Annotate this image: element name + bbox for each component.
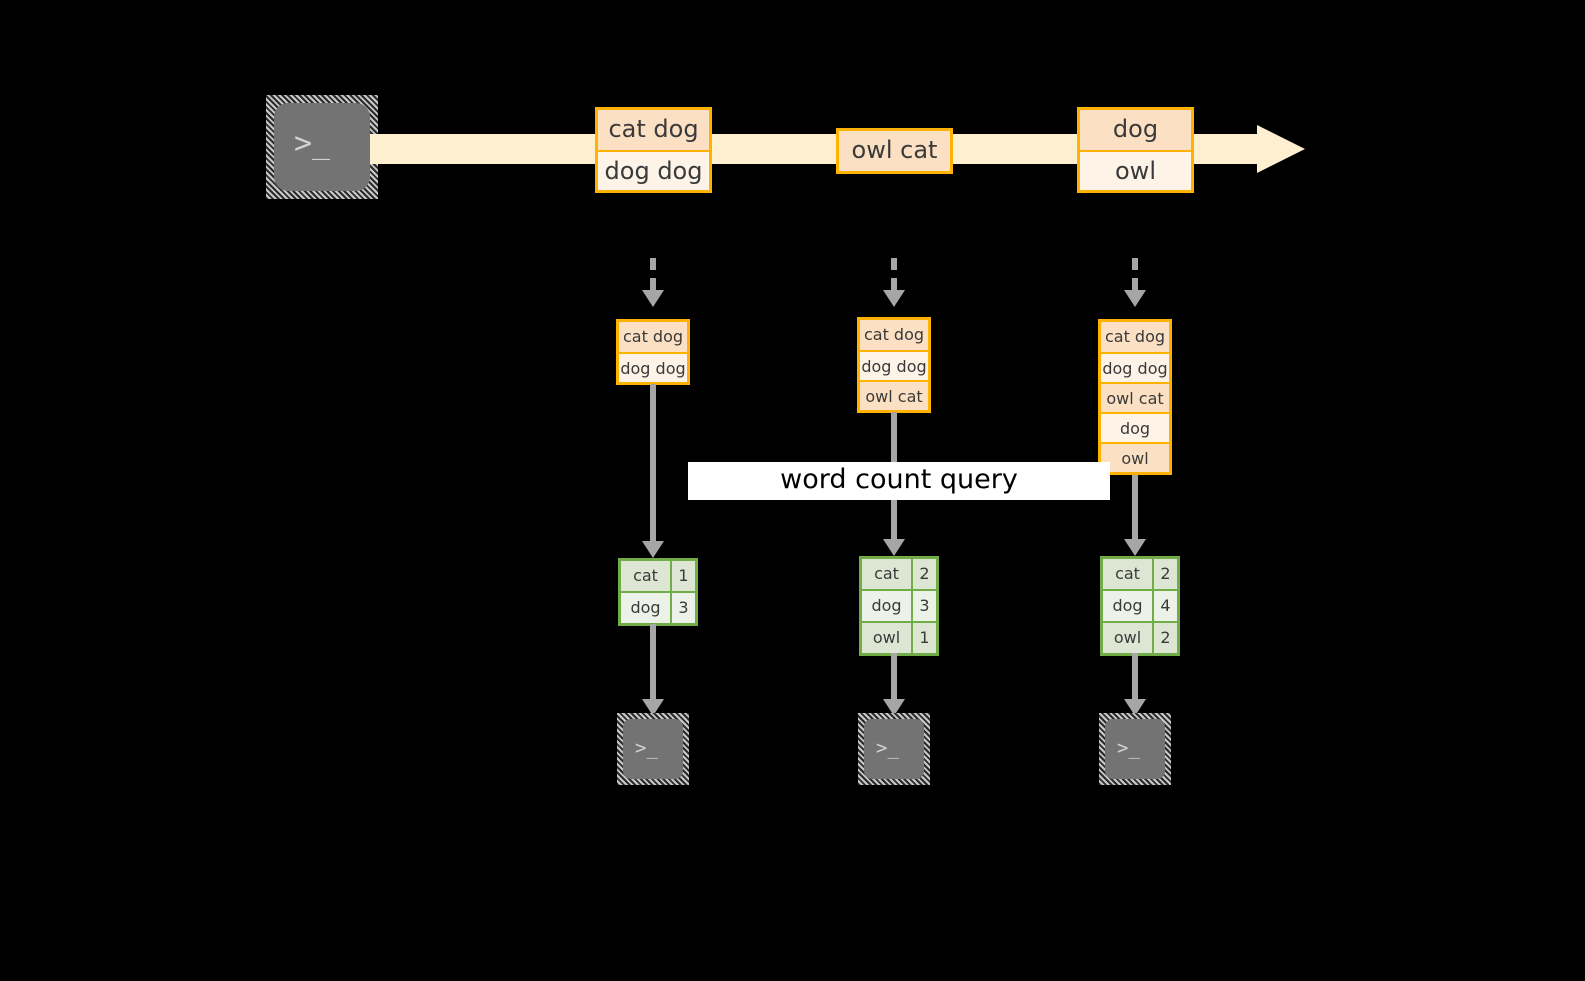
source-terminal-icon: >_ [266, 95, 378, 199]
result-word: dog [862, 591, 911, 621]
snapshot-record: dog [1101, 412, 1169, 442]
terminal-prompt-glyph: >_ [635, 737, 658, 759]
arrow-head-icon [642, 541, 664, 558]
terminal-prompt-glyph: >_ [876, 737, 899, 759]
connector-line [891, 258, 897, 290]
snapshot-1-sink-terminal-icon: >_ [617, 713, 689, 785]
connector-line [891, 653, 897, 699]
snapshot-record: cat dog [860, 320, 928, 350]
arrow-head-icon [883, 290, 905, 307]
result-row: dog 4 [1103, 589, 1177, 621]
result-row: cat 1 [621, 561, 695, 591]
arrow-head-icon [1124, 539, 1146, 556]
result-word: cat [1103, 559, 1152, 589]
result-word: owl [1103, 623, 1152, 653]
stream-record-group-3: dog owl [1077, 107, 1194, 193]
snapshot-record: owl cat [1101, 382, 1169, 412]
result-word: dog [621, 593, 670, 623]
result-count: 1 [911, 623, 936, 653]
terminal-screen: >_ [623, 719, 683, 779]
query-label: word count query [688, 462, 1110, 500]
snapshot-record: cat dog [619, 322, 687, 352]
stream-record: dog [1080, 110, 1191, 150]
stream-arrow-head-icon [1257, 125, 1305, 173]
stream-record: dog dog [598, 150, 709, 190]
connector-line [650, 624, 656, 699]
snapshot-record: dog dog [1101, 352, 1169, 382]
result-word: owl [862, 623, 911, 653]
result-word: cat [862, 559, 911, 589]
arrow-head-icon [883, 699, 905, 716]
result-count: 3 [911, 591, 936, 621]
snapshot-record: owl cat [860, 380, 928, 410]
result-count: 1 [670, 561, 695, 591]
snapshot-2-sink-terminal-icon: >_ [858, 713, 930, 785]
snapshot-record: dog dog [860, 350, 928, 380]
result-word: cat [621, 561, 670, 591]
result-row: owl 2 [1103, 621, 1177, 653]
arrow-head-icon [1124, 699, 1146, 716]
result-count: 2 [1152, 559, 1177, 589]
result-row: cat 2 [862, 559, 936, 589]
result-row: dog 3 [621, 591, 695, 623]
terminal-prompt-glyph: >_ [1117, 737, 1140, 759]
snapshot-1-record-stack: cat dog dog dog [616, 319, 690, 385]
stream-record: owl [1080, 150, 1191, 190]
result-count: 2 [911, 559, 936, 589]
result-word: dog [1103, 591, 1152, 621]
connector-line [1132, 475, 1138, 539]
snapshot-record: cat dog [1101, 322, 1169, 352]
snapshot-2-record-stack: cat dog dog dog owl cat [857, 317, 931, 413]
connector-line [1132, 653, 1138, 699]
result-row: cat 2 [1103, 559, 1177, 589]
snapshot-3-result-table: cat 2 dog 4 owl 2 [1100, 556, 1180, 656]
result-count: 3 [670, 593, 695, 623]
result-count: 4 [1152, 591, 1177, 621]
result-count: 2 [1152, 623, 1177, 653]
connector-line [650, 384, 656, 541]
stream-record: cat dog [598, 110, 709, 150]
result-row: owl 1 [862, 621, 936, 653]
arrow-head-icon [642, 699, 664, 716]
terminal-screen: >_ [274, 103, 370, 191]
snapshot-3-record-stack: cat dog dog dog owl cat dog owl [1098, 319, 1172, 475]
snapshot-record: dog dog [619, 352, 687, 382]
connector-line [650, 258, 656, 290]
connector-line [1132, 258, 1138, 290]
terminal-screen: >_ [1105, 719, 1165, 779]
arrow-head-icon [883, 539, 905, 556]
stream-record-group-1: cat dog dog dog [595, 107, 712, 193]
result-row: dog 3 [862, 589, 936, 621]
snapshot-record: owl [1101, 442, 1169, 472]
arrow-head-icon [642, 290, 664, 307]
arrow-head-icon [1124, 290, 1146, 307]
snapshot-2-result-table: cat 2 dog 3 owl 1 [859, 556, 939, 656]
terminal-screen: >_ [864, 719, 924, 779]
stream-record-group-2: owl cat [836, 128, 953, 174]
stream-record: owl cat [839, 131, 950, 171]
snapshot-3-sink-terminal-icon: >_ [1099, 713, 1171, 785]
terminal-prompt-glyph: >_ [294, 126, 331, 161]
snapshot-1-result-table: cat 1 dog 3 [618, 558, 698, 626]
